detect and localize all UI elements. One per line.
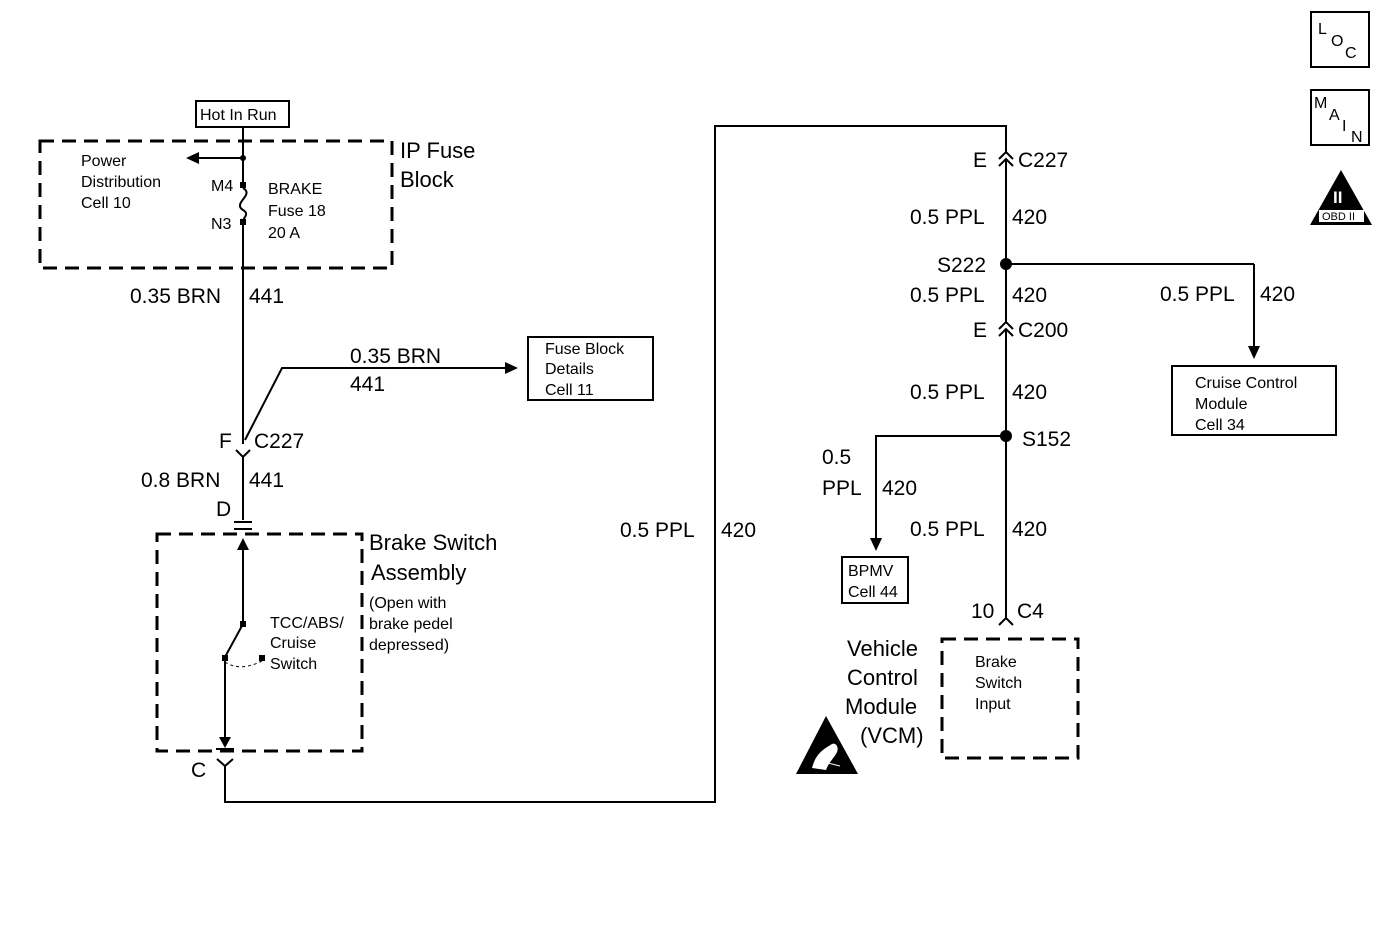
fuse-block-details-box[interactable]: Fuse Block Details Cell 11 [527,336,654,401]
ip-fuse-block-label: IP Fuse [400,138,475,163]
svg-text:O: O [1331,33,1343,50]
svg-text:Details: Details [545,361,594,378]
connector-c4-icon [998,616,1014,626]
svg-text:C227: C227 [254,430,304,453]
svg-text:E: E [973,319,987,342]
svg-text:420: 420 [1012,518,1047,541]
svg-text:Switch: Switch [975,675,1022,692]
svg-text:10: 10 [971,600,994,623]
connector-c227-icon [235,449,251,459]
svg-text:C227: C227 [1018,149,1068,172]
svg-text:M4: M4 [211,178,233,195]
connector-c227-right-icon [998,150,1014,160]
svg-text:S222: S222 [937,254,986,277]
svg-text:M: M [1314,95,1327,112]
brake-fuse-label: BRAKE [268,181,322,198]
svg-text:0.5 PPL: 0.5 PPL [910,518,985,541]
svg-text:C200: C200 [1018,319,1068,342]
svg-text:(VCM): (VCM) [860,723,924,748]
svg-text:C4: C4 [1017,600,1044,623]
svg-text:Cruise: Cruise [270,635,316,652]
svg-text:C: C [1345,45,1357,62]
svg-text:0.8 BRN: 0.8 BRN [141,469,220,492]
svg-text:N: N [1351,129,1363,146]
svg-text:441: 441 [249,285,284,308]
svg-text:OBD II: OBD II [1322,211,1355,223]
svg-text:441: 441 [350,373,385,396]
svg-text:0.35 BRN: 0.35 BRN [350,345,441,368]
svg-text:D: D [216,498,231,521]
svg-text:A: A [1329,107,1340,124]
svg-text:Control: Control [847,665,918,690]
svg-text:Assembly: Assembly [371,560,466,585]
svg-text:Switch: Switch [270,656,317,673]
fuse-icon [239,187,248,222]
vcm-outline [940,637,1080,760]
svg-text:Input: Input [975,696,1011,713]
svg-text:420: 420 [1012,206,1047,229]
svg-text:L: L [1318,21,1327,38]
ip-fuse-block-outline [38,139,394,270]
svg-text:420: 420 [721,519,756,542]
loc-badge[interactable]: L O C [1310,11,1370,68]
svg-text:PPL: PPL [822,477,862,500]
svg-text:Cruise Control: Cruise Control [1195,375,1297,392]
svg-text:420: 420 [1012,381,1047,404]
svg-text:S152: S152 [1022,428,1071,451]
svg-text:Fuse 18: Fuse 18 [268,203,326,220]
svg-text:420: 420 [1012,284,1047,307]
arrow-down-icon [1248,346,1260,359]
svg-text:Distribution: Distribution [81,174,161,191]
svg-text:(Open with: (Open with [369,595,446,612]
connector-c200-icon [998,320,1014,330]
svg-text:Block: Block [400,167,455,192]
svg-text:0.5: 0.5 [822,446,851,469]
brake-switch-assembly-outline [155,532,364,753]
vcm-label: Vehicle [847,636,918,661]
power-distribution-label: Power [81,153,127,170]
svg-text:Module: Module [845,694,917,719]
svg-text:brake pedel: brake pedel [369,616,453,633]
brake-switch-input-label: Brake [975,654,1017,671]
main-badge[interactable]: M A I N [1310,89,1370,146]
svg-text:420: 420 [1260,283,1295,306]
svg-text:0.5 PPL: 0.5 PPL [1160,283,1235,306]
arrow-right-icon [505,362,518,374]
connector-c-icon [216,758,234,768]
svg-text:0.5 PPL: 0.5 PPL [910,206,985,229]
brake-switch-assembly-label: Brake Switch [369,530,497,555]
hot-in-run-box: Hot In Run [195,100,290,128]
svg-text:E: E [973,149,987,172]
tcc-switch-label: TCC/ABS/ [270,615,344,632]
svg-text:Cell 44: Cell 44 [848,584,898,601]
svg-text:Module: Module [1195,396,1248,413]
svg-text:Fuse Block: Fuse Block [545,341,625,358]
bpmv-box[interactable]: BPMV Cell 44 [841,556,909,604]
svg-text:F: F [219,430,232,453]
svg-text:Cell 10: Cell 10 [81,195,131,212]
svg-text:C: C [191,759,206,782]
svg-text:Cell 34: Cell 34 [1195,417,1245,434]
svg-text:0.5 PPL: 0.5 PPL [910,284,985,307]
switch-contact-icon [224,623,244,658]
svg-text:420: 420 [882,477,917,500]
svg-text:Hot In Run: Hot In Run [200,107,276,124]
arrow-left-icon [186,152,199,164]
svg-text:N3: N3 [211,216,232,233]
svg-text:0.5 PPL: 0.5 PPL [620,519,695,542]
obd-ii-icon: II OBD II [1310,170,1372,225]
svg-text:II: II [1333,188,1342,207]
esd-warning-icon [796,716,858,774]
svg-text:I: I [1342,118,1346,135]
svg-text:BPMV: BPMV [848,563,894,580]
svg-text:441: 441 [249,469,284,492]
svg-text:depressed): depressed) [369,637,449,654]
svg-text:20 A: 20 A [268,225,300,242]
arrow-down-icon [870,538,882,551]
svg-text:Cell 11: Cell 11 [545,382,594,399]
svg-text:0.35 BRN: 0.35 BRN [130,285,221,308]
svg-text:0.5 PPL: 0.5 PPL [910,381,985,404]
cruise-control-module-box[interactable]: Cruise Control Module Cell 34 [1171,365,1337,436]
